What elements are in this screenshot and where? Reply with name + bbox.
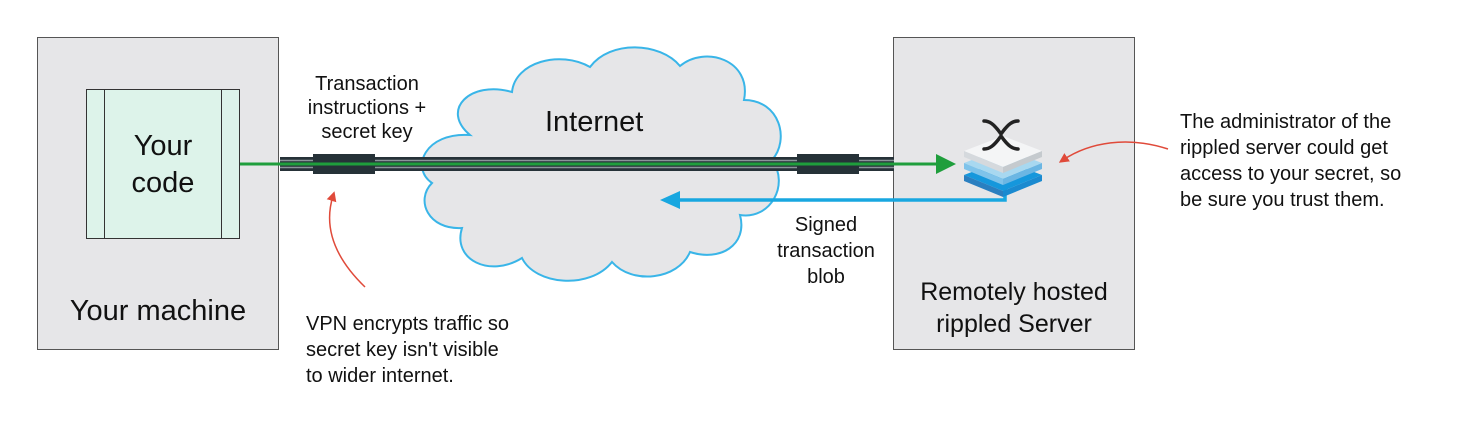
vpn-annotation-arrow — [326, 191, 366, 288]
your-code-box — [86, 89, 240, 239]
admin-annotation-arrow — [1058, 141, 1169, 163]
xrp-server-stack-icon — [964, 119, 1042, 197]
response-arrowhead — [660, 191, 680, 209]
vpn-note: VPN encrypts traffic so secret key isn't… — [306, 313, 510, 387]
signed-blob-label: Signed transaction blob — [777, 214, 875, 288]
internet-label: Internet — [545, 106, 644, 138]
transaction-instructions-label: Transaction instructions + secret key — [307, 73, 427, 143]
server-box — [893, 37, 1135, 350]
request-arrowhead — [936, 154, 956, 174]
admin-note: The administrator of the rippled server … — [1180, 111, 1402, 211]
server-label: Remotely hosted rippled Server — [920, 278, 1108, 338]
your-code-inner-frame — [104, 89, 222, 239]
your-code-label: Your code — [131, 130, 195, 199]
your-machine-label: Your machine — [69, 295, 247, 327]
